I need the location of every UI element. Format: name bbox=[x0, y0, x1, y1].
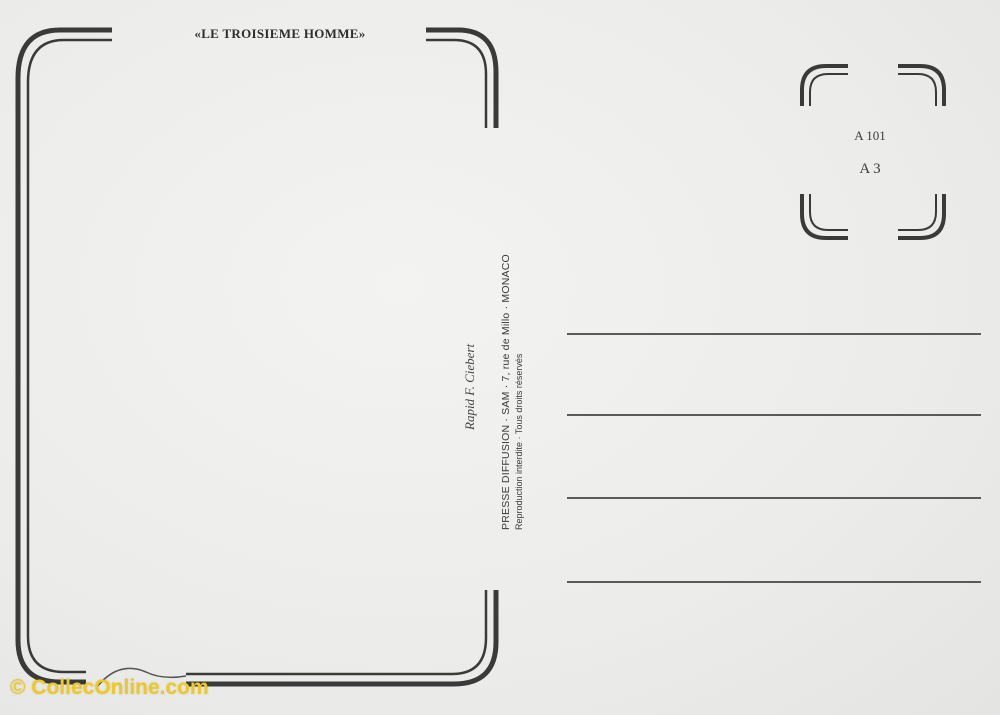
stamp-box-outline bbox=[800, 64, 946, 240]
frame-top-right bbox=[426, 27, 499, 128]
stamp-code-line2: A 3 bbox=[859, 161, 881, 177]
frame-top-left bbox=[15, 27, 112, 685]
watermark-text: © CollecOnline.com bbox=[10, 676, 209, 699]
publisher-credit-line1: PRESSE DIFFUSION · SAM · 7, rue de Millo… bbox=[500, 254, 512, 530]
stamp-code-line1: A 101 bbox=[854, 128, 886, 143]
publisher-credit-line2: Reproduction interdite · Tous droits rés… bbox=[514, 353, 524, 530]
address-line bbox=[567, 414, 981, 416]
address-line bbox=[567, 497, 981, 499]
address-line bbox=[567, 581, 981, 583]
card-title: «LE TROISIEME HOMME» bbox=[194, 26, 366, 41]
publisher-credit: PRESSE DIFFUSION · SAM · 7, rue de Millo… bbox=[500, 170, 524, 530]
artist-signature: Rapid F. Ciebert bbox=[462, 343, 477, 430]
address-line bbox=[567, 333, 981, 335]
frame-flourish bbox=[95, 667, 187, 689]
frame-bottom-right bbox=[186, 590, 499, 687]
